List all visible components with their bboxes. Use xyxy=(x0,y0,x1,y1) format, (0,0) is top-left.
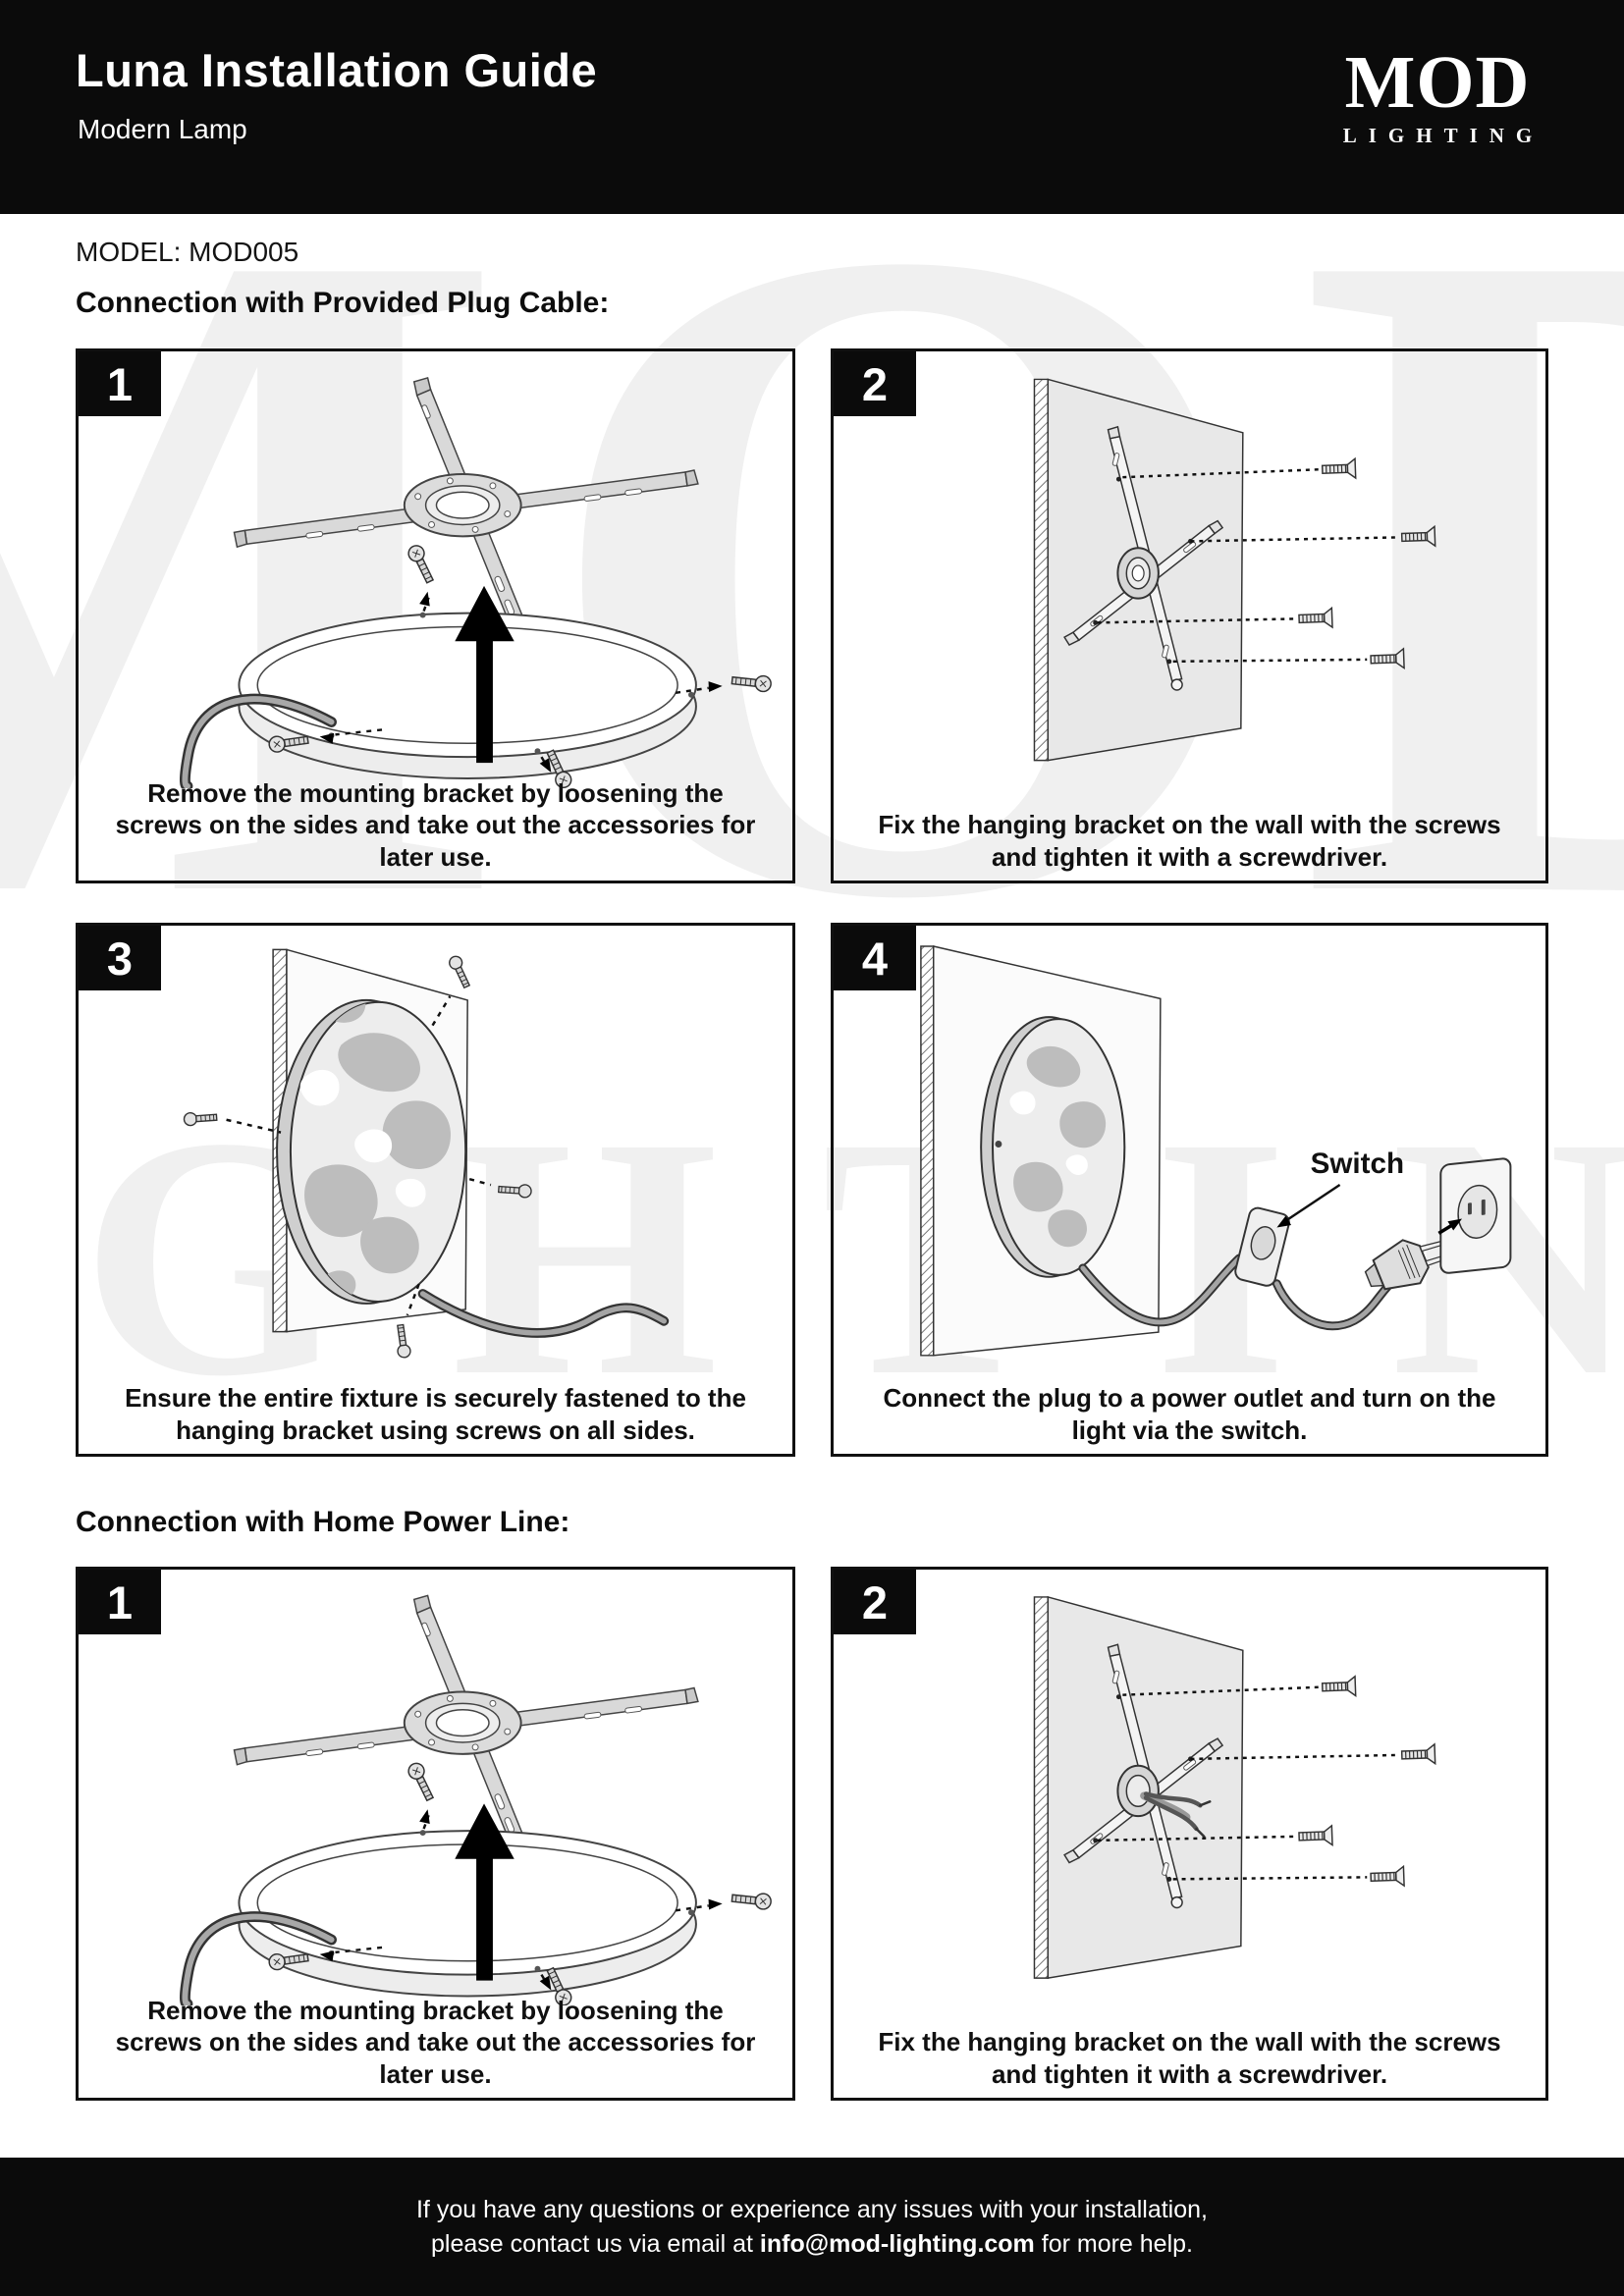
inline-switch xyxy=(1234,1206,1290,1287)
footer-contact-suffix: for more help. xyxy=(1034,2229,1193,2258)
section-heading-home-power: Connection with Home Power Line: xyxy=(76,1506,570,1538)
mounting-bracket xyxy=(233,376,699,653)
switch-label: Switch xyxy=(1311,1148,1404,1180)
upward-arrow xyxy=(455,585,514,764)
instruction-panel-6: 2 xyxy=(831,1567,1548,2101)
power-plug xyxy=(1364,1239,1449,1291)
footer-line-2: please contact us via email at info@mod-… xyxy=(431,2227,1193,2262)
lamp-ring xyxy=(238,612,697,779)
mounting-bracket xyxy=(233,1594,699,1871)
hanging-bracket xyxy=(1063,425,1224,691)
step-caption: Fix the hanging bracket on the wall with… xyxy=(878,810,1501,872)
screw xyxy=(1298,607,1333,630)
step-number-badge: 3 xyxy=(79,926,161,990)
moon-lamp xyxy=(276,998,467,1305)
step-caption: Remove the mounting bracket by loosening… xyxy=(115,777,756,872)
screw xyxy=(497,1182,533,1199)
screw xyxy=(1321,1676,1357,1698)
step-number-badge: 1 xyxy=(79,1570,161,1634)
wall-bracket-illustration xyxy=(836,353,1543,788)
plug-connection-illustration: Switch xyxy=(836,928,1543,1362)
step-number-badge: 4 xyxy=(834,926,916,990)
screw xyxy=(1400,525,1436,549)
screw xyxy=(1370,648,1405,670)
power-line-wires xyxy=(1140,1791,1212,1839)
wall-bracket-wires-illustration xyxy=(836,1572,1543,2005)
screw xyxy=(446,953,474,990)
moon-texture xyxy=(1009,1019,1107,1248)
screw xyxy=(1321,457,1357,480)
step-number-badge: 2 xyxy=(834,1570,916,1634)
bracket-removal-illustration xyxy=(81,353,790,788)
screw-guide-lines xyxy=(1097,468,1398,664)
step-caption: Remove the mounting bracket by loosening… xyxy=(115,1995,756,2089)
power-outlet xyxy=(1439,1157,1512,1274)
upward-arrow xyxy=(455,1803,514,1981)
screw xyxy=(405,542,438,586)
footer-email: info@mod-lighting.com xyxy=(759,2229,1035,2258)
moon-lamp xyxy=(980,1016,1126,1278)
footer-line-1: If you have any questions or experience … xyxy=(415,2196,1208,2223)
step-caption: Fix the hanging bracket on the wall with… xyxy=(878,2027,1501,2089)
step-number-badge: 2 xyxy=(834,351,916,416)
step-number-badge: 1 xyxy=(79,351,161,416)
instruction-panel-1: 1 xyxy=(76,348,795,883)
brand-logo: MOD LIGHTING xyxy=(1320,41,1555,148)
bracket-removal-illustration xyxy=(81,1572,790,2005)
hanging-bracket xyxy=(1063,1643,1224,1909)
model-number: MODEL: MOD005 xyxy=(76,237,299,267)
screw xyxy=(405,1759,438,1803)
cable xyxy=(180,1911,337,2005)
footer-contact-prefix: please contact us via email at xyxy=(431,2229,760,2258)
screw-guide-lines xyxy=(226,995,492,1316)
section-heading-plug-cable: Connection with Provided Plug Cable: xyxy=(76,287,610,319)
fixture-mounting-illustration xyxy=(81,928,790,1362)
screw xyxy=(731,1890,773,1911)
cable xyxy=(417,1289,670,1338)
switch-pointer-line xyxy=(1280,1183,1341,1225)
step-caption: Connect the plug to a power outlet and t… xyxy=(883,1383,1496,1445)
footer-bar: If you have any questions or experience … xyxy=(0,2158,1624,2296)
page-subtitle: Modern Lamp xyxy=(78,114,247,144)
instruction-panel-4: 4 xyxy=(831,923,1548,1457)
step-caption: Ensure the entire fixture is securely fa… xyxy=(125,1383,746,1445)
brand-logo-mod: MOD xyxy=(1344,41,1531,124)
screw xyxy=(1370,1865,1405,1888)
screw-guide-lines xyxy=(1097,1685,1398,1881)
header-bar: Luna Installation Guide Modern Lamp MOD … xyxy=(0,0,1624,214)
screw xyxy=(1400,1743,1436,1766)
cable xyxy=(1078,1254,1401,1331)
instruction-panel-5: 1 xyxy=(76,1567,795,2101)
instruction-panel-3: 3 xyxy=(76,923,795,1457)
screw xyxy=(183,1110,218,1127)
brand-logo-lighting: LIGHTING xyxy=(1342,123,1544,147)
instruction-panel-2: 2 xyxy=(831,348,1548,883)
screw xyxy=(393,1323,412,1360)
screw xyxy=(731,671,773,693)
page-title: Luna Installation Guide xyxy=(76,44,598,96)
cable xyxy=(180,693,337,788)
lamp-ring xyxy=(238,1830,697,1998)
screw xyxy=(1298,1825,1333,1847)
